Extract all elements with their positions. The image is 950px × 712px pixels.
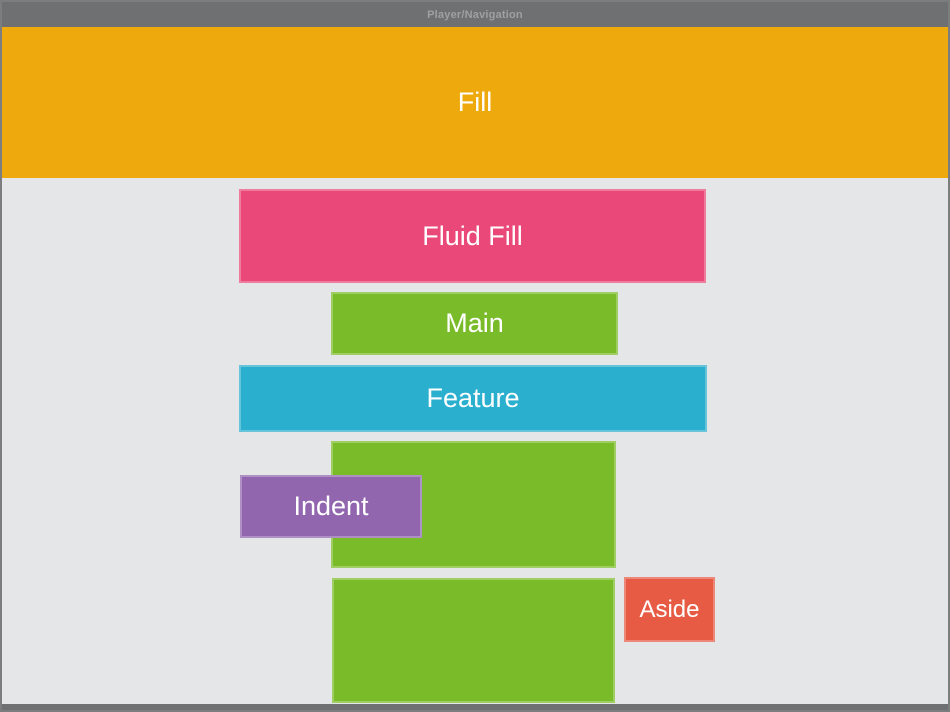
fluid-fill-region-label: Fluid Fill xyxy=(422,220,523,251)
fill-region: Fill xyxy=(2,27,948,178)
aside-region-label: Aside xyxy=(639,595,700,623)
main-region-label: Main xyxy=(445,308,504,338)
player-navigation-bar: Player/Navigation xyxy=(2,2,948,27)
indent-region: Indent xyxy=(240,475,422,538)
feature-region-label: Feature xyxy=(426,383,520,413)
player-navigation-label: Player/Navigation xyxy=(427,8,523,21)
content-block-bottom xyxy=(332,578,615,703)
main-region: Main xyxy=(331,292,618,355)
fill-region-label: Fill xyxy=(457,87,493,117)
feature-region: Feature xyxy=(239,365,707,432)
indent-region-label: Indent xyxy=(293,491,369,521)
fluid-fill-region: Fluid Fill xyxy=(239,189,706,283)
bottom-app-bar xyxy=(2,704,948,710)
aside-region: Aside xyxy=(624,577,715,642)
